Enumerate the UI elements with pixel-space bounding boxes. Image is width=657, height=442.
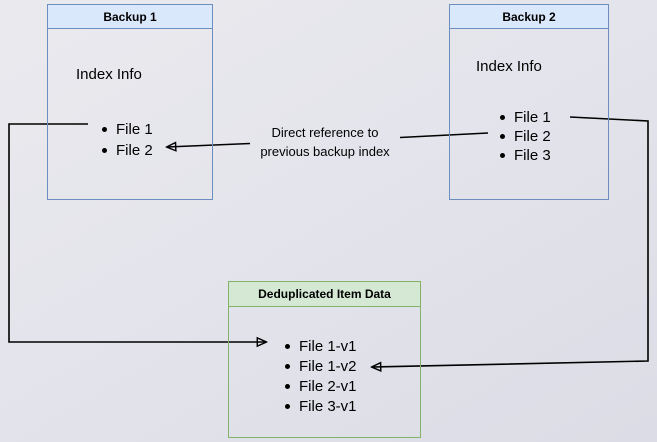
list-item: File 2-v1	[285, 377, 357, 397]
backup1-index-info-label: Index Info	[76, 66, 142, 83]
backup1-box: Backup 1 Index Info File 1 File 2	[47, 4, 213, 200]
list-item: File 2	[102, 140, 153, 161]
edge-reference-label-line1: Direct reference to	[271, 125, 379, 140]
backup2-title: Backup 2	[450, 5, 608, 29]
backup2-box: Backup 2 Index Info File 1 File 2 File 3	[449, 4, 609, 200]
backup1-file-list: File 1 File 2	[102, 119, 153, 161]
backup2-index-info-label: Index Info	[476, 58, 542, 75]
list-item: File 3-v1	[285, 397, 357, 417]
list-item: File 2	[500, 127, 551, 146]
backup2-file-list: File 1 File 2 File 3	[500, 108, 551, 165]
backup1-title: Backup 1	[48, 5, 212, 29]
list-item: File 1-v2	[285, 357, 357, 377]
dedup-title: Deduplicated Item Data	[229, 282, 420, 307]
dedup-file-list: File 1-v1 File 1-v2 File 2-v1 File 3-v1	[285, 337, 357, 417]
list-item: File 1	[500, 108, 551, 127]
edge-reference-label: Direct reference to previous backup inde…	[230, 123, 420, 161]
list-item: File 1	[102, 119, 153, 140]
edge-reference-label-line2: previous backup index	[260, 144, 390, 159]
list-item: File 3	[500, 146, 551, 165]
dedup-box: Deduplicated Item Data File 1-v1 File 1-…	[228, 281, 421, 438]
list-item: File 1-v1	[285, 337, 357, 357]
